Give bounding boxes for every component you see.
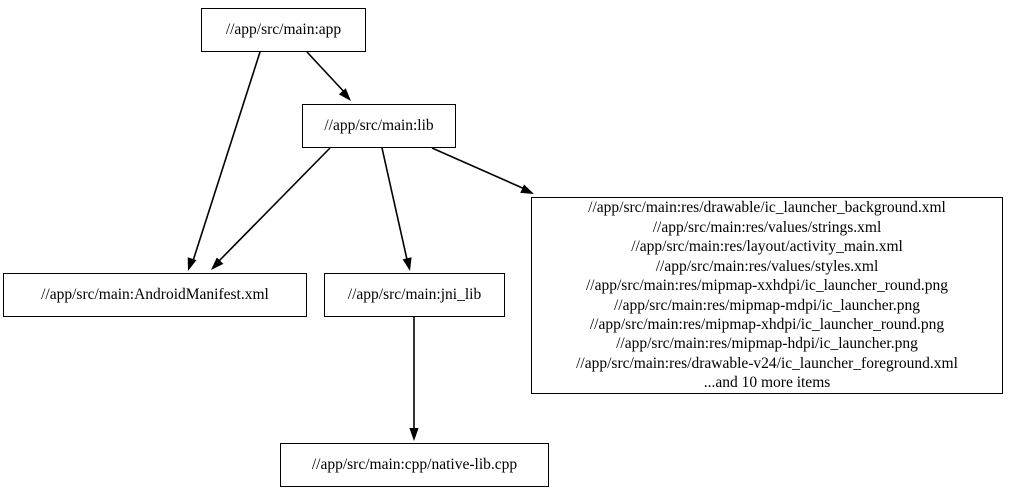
node-android-manifest[interactable]: //app/src/main:AndroidManifest.xml: [3, 273, 307, 317]
node-android-manifest-label: //app/src/main:AndroidManifest.xml: [41, 286, 269, 304]
arrowhead-jni_lib-to-native_lib: [409, 428, 419, 441]
arrowhead-lib-to-res_group: [520, 184, 534, 194]
node-native-lib-cpp-label: //app/src/main:cpp/native-lib.cpp: [311, 456, 518, 474]
node-lib[interactable]: //app/src/main:lib: [302, 104, 456, 148]
node-lib-label: //app/src/main:lib: [324, 117, 434, 135]
node-res-group[interactable]: //app/src/main:res/drawable/ic_launcher_…: [531, 197, 1003, 394]
arrowhead-lib-to-manifest: [211, 257, 224, 270]
node-native-lib-cpp[interactable]: //app/src/main:cpp/native-lib.cpp: [280, 443, 549, 487]
node-res-group-label: //app/src/main:res/drawable/ic_launcher_…: [576, 199, 958, 392]
arrowhead-app-to-lib: [338, 88, 351, 101]
node-jni-lib[interactable]: //app/src/main:jni_lib: [324, 273, 505, 317]
node-app[interactable]: //app/src/main:app: [201, 8, 366, 52]
edge-line-app-to-lib: [306, 51, 348, 96]
edge-line-app-to-manifest: [191, 51, 261, 265]
edge-line-lib-to-manifest: [215, 147, 331, 265]
arrowhead-lib-to-jni_lib: [402, 257, 412, 271]
node-jni-lib-label: //app/src/main:jni_lib: [347, 286, 482, 304]
node-app-label: //app/src/main:app: [225, 21, 342, 39]
arrowhead-app-to-manifest: [187, 257, 197, 271]
edge-line-lib-to-jni_lib: [381, 147, 409, 265]
edge-line-lib-to-res_group: [431, 147, 528, 191]
